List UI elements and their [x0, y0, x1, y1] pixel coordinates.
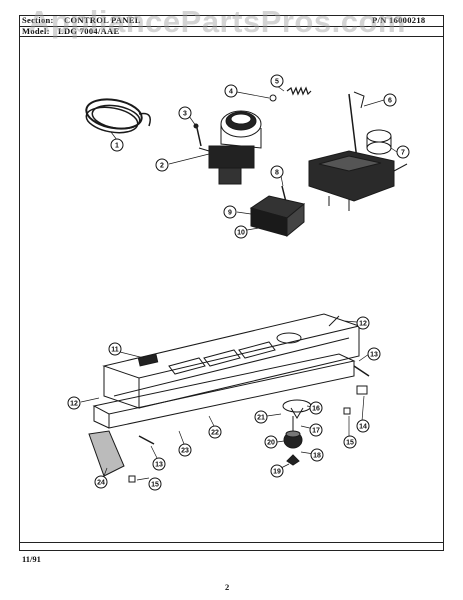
svg-text:15: 15: [346, 440, 354, 447]
callout-11: 11: [108, 342, 122, 356]
callout-13: 13: [152, 457, 166, 471]
svg-text:17: 17: [312, 428, 320, 435]
callout-10: 10: [234, 225, 248, 239]
fasteners: [128, 315, 370, 483]
lower-rail: [92, 353, 356, 429]
part-4-clip: [269, 94, 277, 102]
knob-parts: [282, 399, 312, 466]
callout-15: 15: [343, 435, 357, 449]
svg-text:21: 21: [257, 415, 265, 422]
part-6-7-timer-assembly: [308, 91, 408, 211]
svg-text:4: 4: [229, 89, 233, 96]
svg-text:8: 8: [275, 170, 279, 177]
exploded-parts-diagram: 1 2 3 4 5 6 7 8 9 10 11 12 12 13 13 14 1…: [67, 74, 410, 491]
svg-text:6: 6: [388, 98, 392, 105]
part-1-wire-harness: [85, 98, 151, 134]
svg-text:2: 2: [160, 163, 164, 170]
svg-text:5: 5: [275, 79, 279, 86]
callout-5: 5: [270, 74, 284, 88]
callout-21: 21: [254, 410, 268, 424]
callout-16: 16: [309, 401, 323, 415]
callout-8: 8: [270, 165, 284, 179]
svg-text:12: 12: [359, 321, 367, 328]
model-value: LDG 7004/AAE: [58, 26, 120, 36]
callout-18: 18: [310, 448, 324, 462]
callout-9: 9: [223, 205, 237, 219]
part-5-spring: [286, 86, 312, 96]
section-value: CONTROL PANEL: [64, 15, 141, 25]
footer-date: 11/91: [22, 554, 41, 564]
part-24-end-cap: [88, 430, 125, 477]
svg-text:23: 23: [181, 448, 189, 455]
callout-24: 24: [94, 475, 108, 489]
svg-text:14: 14: [359, 424, 367, 431]
footer-divider: [19, 542, 444, 543]
leader-lines: [80, 85, 398, 481]
callout-7: 7: [396, 145, 410, 159]
callout-20: 20: [264, 435, 278, 449]
svg-text:15: 15: [151, 482, 159, 489]
callouts: 1 2 3 4 5 6 7 8 9 10 11 12 12 13 13 14 1…: [67, 74, 410, 491]
svg-text:13: 13: [370, 352, 378, 359]
svg-text:11: 11: [111, 347, 119, 354]
svg-text:7: 7: [401, 150, 405, 157]
svg-text:22: 22: [211, 430, 219, 437]
page-frame: [19, 15, 444, 551]
callout-15: 15: [148, 477, 162, 491]
callout-12: 12: [67, 396, 81, 410]
console-panel: [102, 313, 361, 409]
callout-14: 14: [356, 419, 370, 433]
callout-19: 19: [270, 464, 284, 478]
svg-text:10: 10: [237, 230, 245, 237]
svg-text:3: 3: [183, 111, 187, 118]
part-3-screw: [193, 123, 202, 147]
callout-17: 17: [309, 423, 323, 437]
callout-4: 4: [224, 84, 238, 98]
callout-13: 13: [367, 347, 381, 361]
part-9-10-terminal-block: [249, 195, 306, 238]
header-divider: [19, 36, 444, 37]
callout-1: 1: [110, 138, 124, 152]
header-divider: [19, 26, 444, 27]
svg-text:19: 19: [273, 469, 281, 476]
page-number: 2: [225, 582, 230, 592]
svg-text:18: 18: [313, 453, 321, 460]
svg-text:20: 20: [267, 440, 275, 447]
svg-text:12: 12: [70, 401, 78, 408]
svg-text:9: 9: [228, 210, 232, 217]
svg-text:16: 16: [312, 406, 320, 413]
callout-12: 12: [356, 316, 370, 330]
callout-6: 6: [383, 93, 397, 107]
model-label: Model:: [22, 26, 50, 36]
section-label: Section:: [22, 15, 54, 25]
svg-text:13: 13: [155, 462, 163, 469]
svg-text:1: 1: [115, 143, 119, 150]
callout-22: 22: [208, 425, 222, 439]
part-number: P/N 16000218: [372, 15, 426, 25]
part-2-selector-switch: [198, 110, 262, 185]
callout-3: 3: [178, 106, 192, 120]
callout-23: 23: [178, 443, 192, 457]
svg-text:24: 24: [97, 480, 105, 487]
callout-2: 2: [155, 158, 169, 172]
